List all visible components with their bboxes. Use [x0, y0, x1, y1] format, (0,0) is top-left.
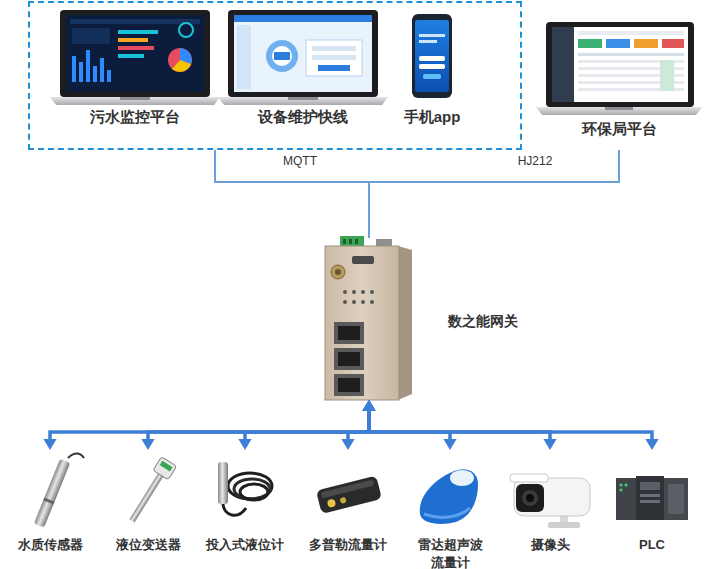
node-label: 环保局平台 — [582, 120, 657, 139]
arrow-head — [362, 400, 375, 411]
connector — [362, 400, 658, 450]
laptop-icon — [536, 22, 702, 115]
connector — [362, 400, 556, 450]
connector — [215, 150, 369, 238]
app-node: 手机app — [396, 8, 468, 132]
connector-line — [369, 150, 619, 238]
device-node: 投入式液位计 — [199, 450, 291, 567]
connector-line — [369, 409, 450, 441]
connector-line — [148, 409, 369, 441]
arrow-head — [341, 439, 354, 450]
doppler-flowmeter — [316, 476, 382, 514]
connector — [141, 400, 375, 450]
arrow-head — [645, 439, 658, 450]
plc-icon — [616, 476, 688, 520]
protocol-label: MQTT — [281, 154, 319, 168]
node-label: 投入式液位计 — [206, 536, 284, 554]
arrow-head — [141, 439, 154, 450]
submersible-level-gauge — [218, 462, 272, 515]
connector-line — [215, 150, 369, 238]
protocol-label: HJ212 — [516, 154, 555, 168]
gateway-device — [325, 236, 412, 400]
arrow-head — [362, 400, 375, 411]
platform-node: 污水监控平台 — [58, 8, 212, 132]
gateway-node: 数之能网关 — [325, 238, 413, 400]
node-label: 水质传感器 — [18, 536, 83, 554]
water-quality-sensor — [34, 454, 84, 528]
connector-line — [369, 409, 550, 441]
laptop-icon — [218, 10, 388, 105]
arrow-head — [543, 439, 556, 450]
connector — [43, 400, 375, 450]
node-label: 污水监控平台 — [90, 108, 180, 127]
connector-line — [245, 409, 369, 441]
arrow-head — [443, 439, 456, 450]
connector-line — [369, 409, 652, 441]
radar-flowmeter — [420, 469, 478, 524]
node-label: PLC — [639, 536, 665, 554]
connector-line — [50, 409, 369, 441]
arrow-head — [362, 400, 375, 411]
node-label: 多普勒流量计 — [309, 536, 387, 554]
node-label: 摄像头 — [531, 536, 570, 554]
connector-line — [348, 409, 369, 441]
connector — [362, 400, 456, 450]
arrow-head — [362, 400, 375, 411]
device-node: 多普勒流量计 — [302, 450, 394, 567]
arrow-head — [362, 400, 375, 411]
dashed-group: 污水监控平台 设备维护快线 手机app — [28, 1, 522, 150]
camera-icon — [510, 474, 590, 528]
arrow-head — [362, 400, 375, 411]
device-node: 摄像头 — [504, 450, 596, 567]
device-node: PLC — [606, 450, 698, 567]
device-node: 液位变送器 — [102, 450, 194, 567]
phone-icon — [412, 14, 452, 98]
node-label: 液位变送器 — [116, 536, 181, 554]
node-label: 雷达超声波 流量计 — [415, 536, 485, 569]
platform-node: 环保局平台 — [538, 20, 700, 150]
arrow-head — [238, 439, 251, 450]
arrow-head — [362, 400, 375, 411]
connector — [369, 150, 619, 238]
node-label: 手机app — [404, 108, 461, 127]
node-label: 设备维护快线 — [258, 108, 348, 127]
connector — [238, 400, 375, 450]
arrow-head — [43, 439, 56, 450]
device-node: 雷达超声波 流量计 — [404, 450, 496, 567]
laptop-icon — [50, 10, 220, 105]
level-transmitter — [124, 457, 176, 526]
device-node: 水质传感器 — [4, 450, 96, 567]
gateway-label: 数之能网关 — [448, 313, 518, 331]
platform-node: 设备维护快线 — [226, 8, 380, 132]
